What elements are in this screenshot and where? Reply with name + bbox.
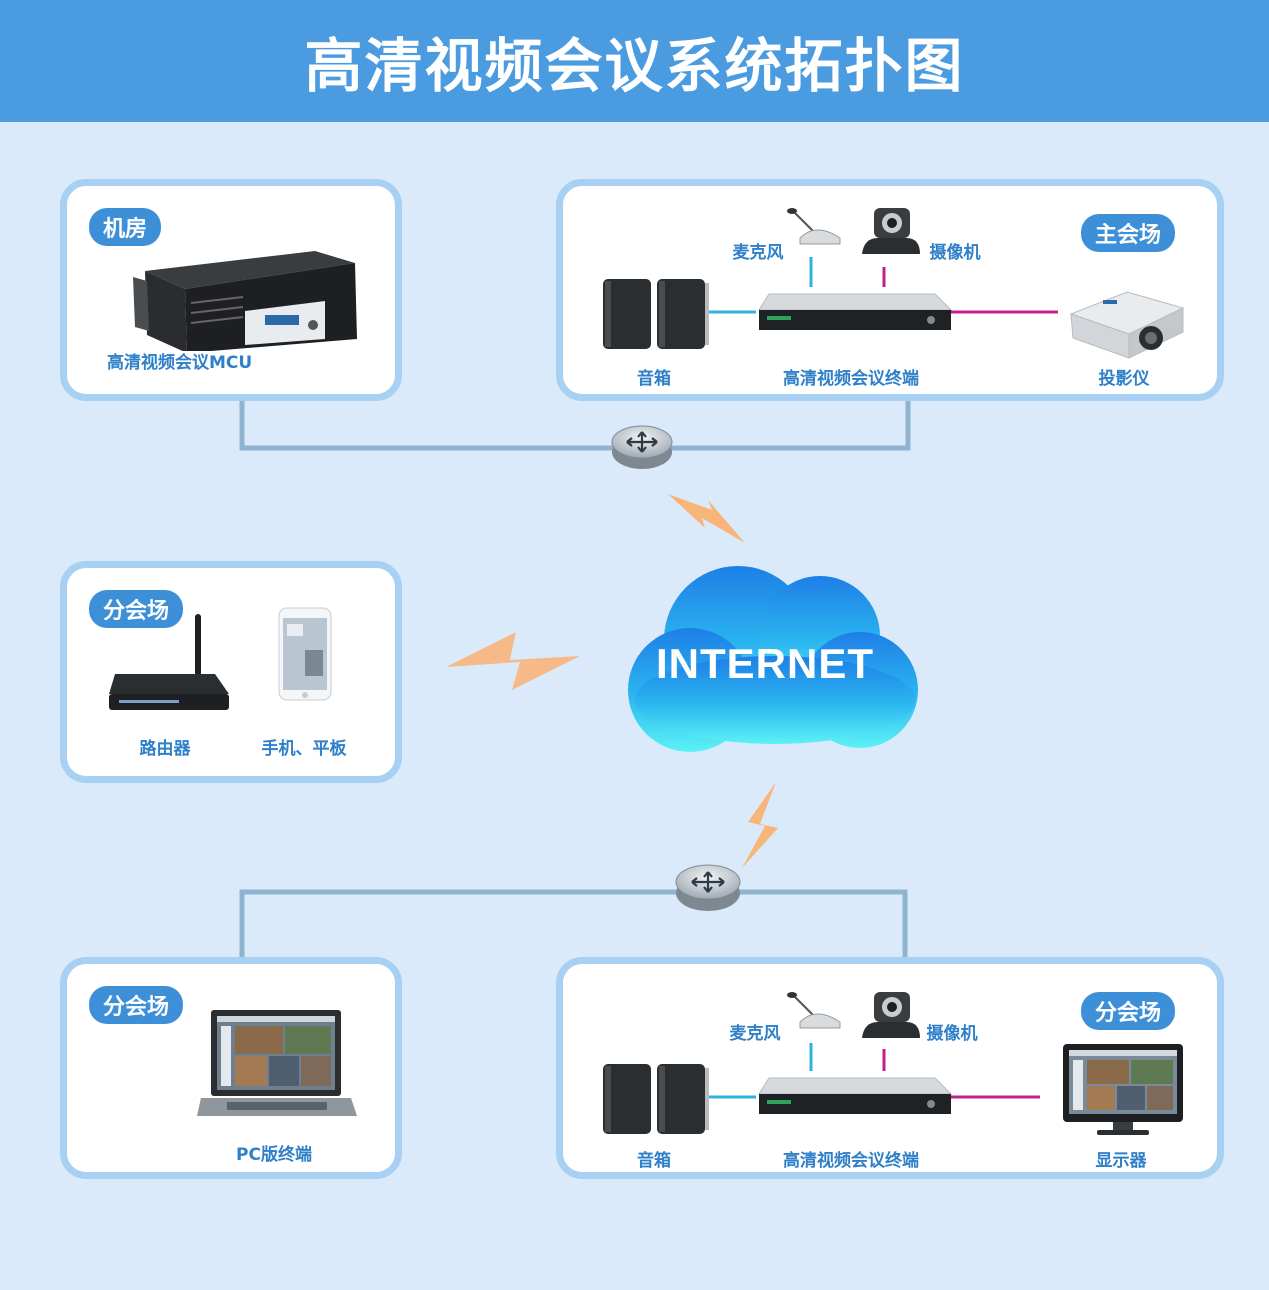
- pc-terminal-label: PC版终端: [236, 1145, 312, 1165]
- branch-camera-icon: [862, 992, 920, 1038]
- branch-terminal-panel: 分会场 麦克风 摄像机 音箱 高清视频会议终端: [556, 957, 1224, 1179]
- branch-speaker-icon: [603, 1064, 709, 1134]
- camera-icon: [862, 208, 920, 254]
- mcu-label: 高清视频会议MCU: [107, 353, 253, 373]
- main-venue-tag: 主会场: [1081, 214, 1176, 252]
- terminal-icon: [758, 293, 953, 330]
- router-icon: [109, 614, 229, 710]
- microphone-icon: [787, 208, 841, 245]
- projector-icon: [1069, 291, 1185, 359]
- router-label: 路由器: [139, 739, 191, 759]
- mcu-room-tag: 机房: [89, 208, 162, 246]
- main-venue-connections: [708, 257, 1058, 314]
- speaker-icon: [603, 279, 709, 349]
- branch-microphone-icon: [787, 992, 841, 1029]
- internet-label: INTERNET: [656, 640, 874, 687]
- branch-pc-panel: 分会场 PC版终端: [60, 957, 402, 1179]
- wireless-bolt-bottom: [742, 782, 778, 868]
- top-bus-line: [239, 398, 911, 451]
- laptop-icon: [197, 1010, 357, 1116]
- main-venue-panel: 主会场 麦克风 摄像机 音箱 高清视频会议终端: [556, 179, 1224, 401]
- branch-terminal-label: 高清视频会议终端: [783, 1151, 919, 1171]
- cloud-shape: [628, 566, 918, 752]
- main-terminal-label: 高清视频会议终端: [783, 369, 919, 389]
- branch-terminal-tag: 分会场: [1081, 992, 1176, 1030]
- mcu-room-panel: 机房 高清视频会议MCU: [60, 179, 402, 401]
- display-label: 显示器: [1095, 1151, 1147, 1171]
- bottom-bus-line: [239, 889, 908, 960]
- mobile-icon: [278, 607, 332, 701]
- main-speaker-label: 音箱: [637, 369, 671, 389]
- branch-mobile-panel: 分会场 路由器 手机、平板: [60, 561, 402, 783]
- branch-terminal-connections: [708, 1043, 1040, 1099]
- wireless-bolt-top: [668, 494, 745, 543]
- display-icon: [1063, 1044, 1183, 1135]
- mcu-device-icon: [133, 251, 357, 351]
- branch-mobile-tag: 分会场: [89, 590, 184, 628]
- top-router-icon: [611, 425, 673, 469]
- branch-speaker-label: 音箱: [637, 1151, 671, 1171]
- main-microphone-label: 麦克风: [732, 243, 784, 263]
- projector-label: 投影仪: [1098, 369, 1150, 389]
- branch-pc-tag: 分会场: [89, 986, 184, 1024]
- title-bar: 高清视频会议系统拓扑图: [0, 0, 1269, 122]
- bottom-router-icon: [675, 864, 741, 911]
- mobile-label: 手机、平板: [261, 739, 347, 759]
- wireless-bolt-left: [446, 632, 580, 690]
- branch-terminal-icon: [758, 1077, 953, 1114]
- main-camera-label: 摄像机: [929, 243, 981, 263]
- branch-camera-label: 摄像机: [926, 1024, 978, 1044]
- branch-microphone-label: 麦克风: [729, 1024, 781, 1044]
- page-title: 高清视频会议系统拓扑图: [304, 32, 965, 100]
